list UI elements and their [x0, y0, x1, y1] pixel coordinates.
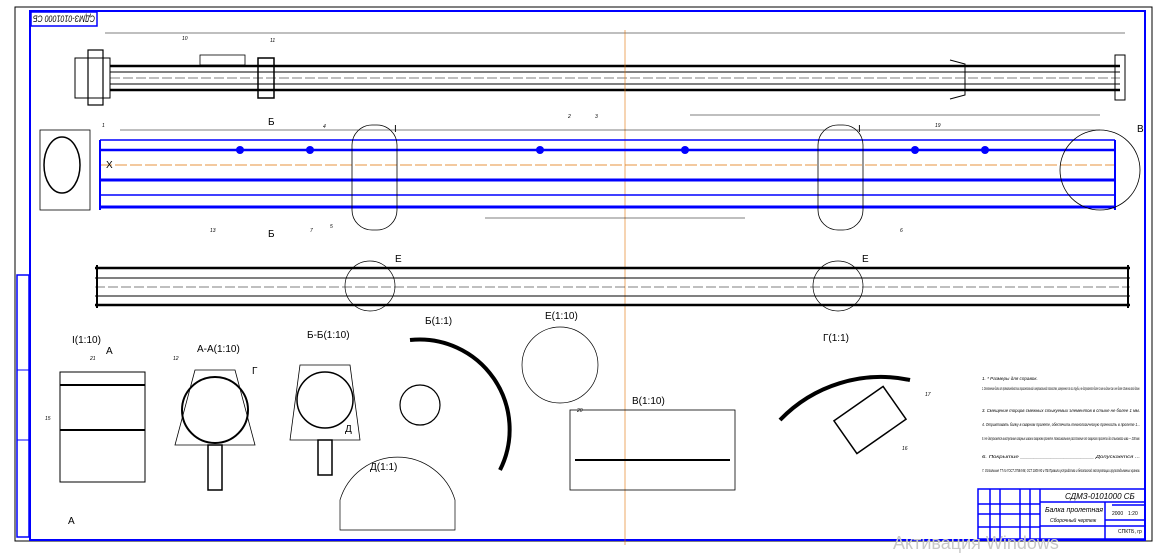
section-details [59, 326, 911, 531]
callout: 20 [576, 408, 583, 414]
callouts: 1 2 3 4 5 6 7 10 11 12 13 15 16 17 19 20… [45, 36, 941, 452]
mark-a: А [106, 346, 113, 357]
callout: 10 [182, 36, 188, 42]
inner-frame [29, 10, 1146, 541]
title-block [977, 488, 1146, 540]
callout: 7 [310, 228, 313, 234]
title-code: СДМЗ-0101000 СБ [1065, 492, 1135, 501]
callout: 2 [567, 114, 571, 120]
callout: 16 [902, 446, 908, 452]
title-org: СПКТБ, гр [1118, 529, 1142, 535]
callout: 21 [89, 356, 96, 362]
callout: 6 [900, 228, 903, 234]
label-detail-e: Е(1:10) [545, 311, 578, 322]
callout: 4 [323, 124, 326, 130]
note: 4. Отрихтовать балку в сварном пролете, … [982, 422, 1140, 427]
mark-v: В [1137, 124, 1144, 135]
note: 7. Остальные ТТ по ГОСТ 27584-88, ОСТ 10… [982, 467, 1140, 473]
callout: 12 [173, 356, 179, 362]
left-margin-strip [16, 274, 30, 538]
mark-i2: I [858, 124, 861, 135]
label-detail-b: Б(1:1) [425, 316, 452, 327]
front-view [39, 114, 1141, 231]
callout: 13 [210, 228, 216, 234]
note: 6. Покрытие ______________________ Допус… [982, 454, 1140, 459]
view-labels: I(1:10) А-А(1:10) Б-Б(1:10) Б(1:1) Е(1:1… [68, 117, 1144, 527]
note: 3. Смещение торцов смежных стыкуемых эле… [982, 408, 1140, 413]
stamp-code: СДМЗ-0101000 СБ [33, 14, 95, 24]
note: 5. Не допускается выступание сварных шво… [982, 436, 1140, 441]
mark-g: Г [252, 366, 258, 377]
top-view [74, 30, 1126, 545]
label-detail-v: В(1:10) [632, 396, 665, 407]
callout: 5 [330, 224, 333, 230]
callout: 3 [595, 114, 598, 120]
callout: 11 [270, 38, 275, 44]
mark-a2: А [68, 516, 75, 527]
title-name: Балка пролетная [1045, 507, 1103, 514]
mark-b1: Б [268, 117, 275, 128]
mark-b2: Б [268, 229, 275, 240]
note: 2. Отклонение балки от прямолинейности в… [982, 385, 1140, 391]
callout: 1 [102, 123, 105, 129]
title-scale: 1:20 [1128, 511, 1138, 517]
label-section-aa: А-А(1:10) [197, 344, 240, 355]
mark-e2: Е [862, 254, 869, 265]
activation-watermark: Активация Windows [893, 533, 1059, 553]
bottom-view [95, 260, 1130, 312]
callout: 17 [925, 392, 931, 398]
mark-i1: I [394, 124, 397, 135]
label-view-i: I(1:10) [72, 335, 101, 346]
mark-e1: Е [395, 254, 402, 265]
callout: 19 [935, 123, 941, 129]
label-detail-d: Д(1:1) [370, 462, 397, 473]
stamp-box [30, 11, 98, 27]
callout: 15 [45, 416, 51, 422]
label-detail-g: Г(1:1) [823, 333, 849, 344]
technical-notes: 1. * Размеры для справок. 2. Отклонение … [982, 376, 1140, 473]
mark-d: Д [345, 424, 352, 435]
label-section-bb: Б-Б(1:10) [307, 330, 350, 341]
title-mass: 2000 [1112, 511, 1123, 517]
mark-x: X [106, 160, 113, 171]
title-subname: Сборочный чертеж [1050, 517, 1097, 524]
note: 1. * Размеры для справок. [982, 376, 1038, 381]
